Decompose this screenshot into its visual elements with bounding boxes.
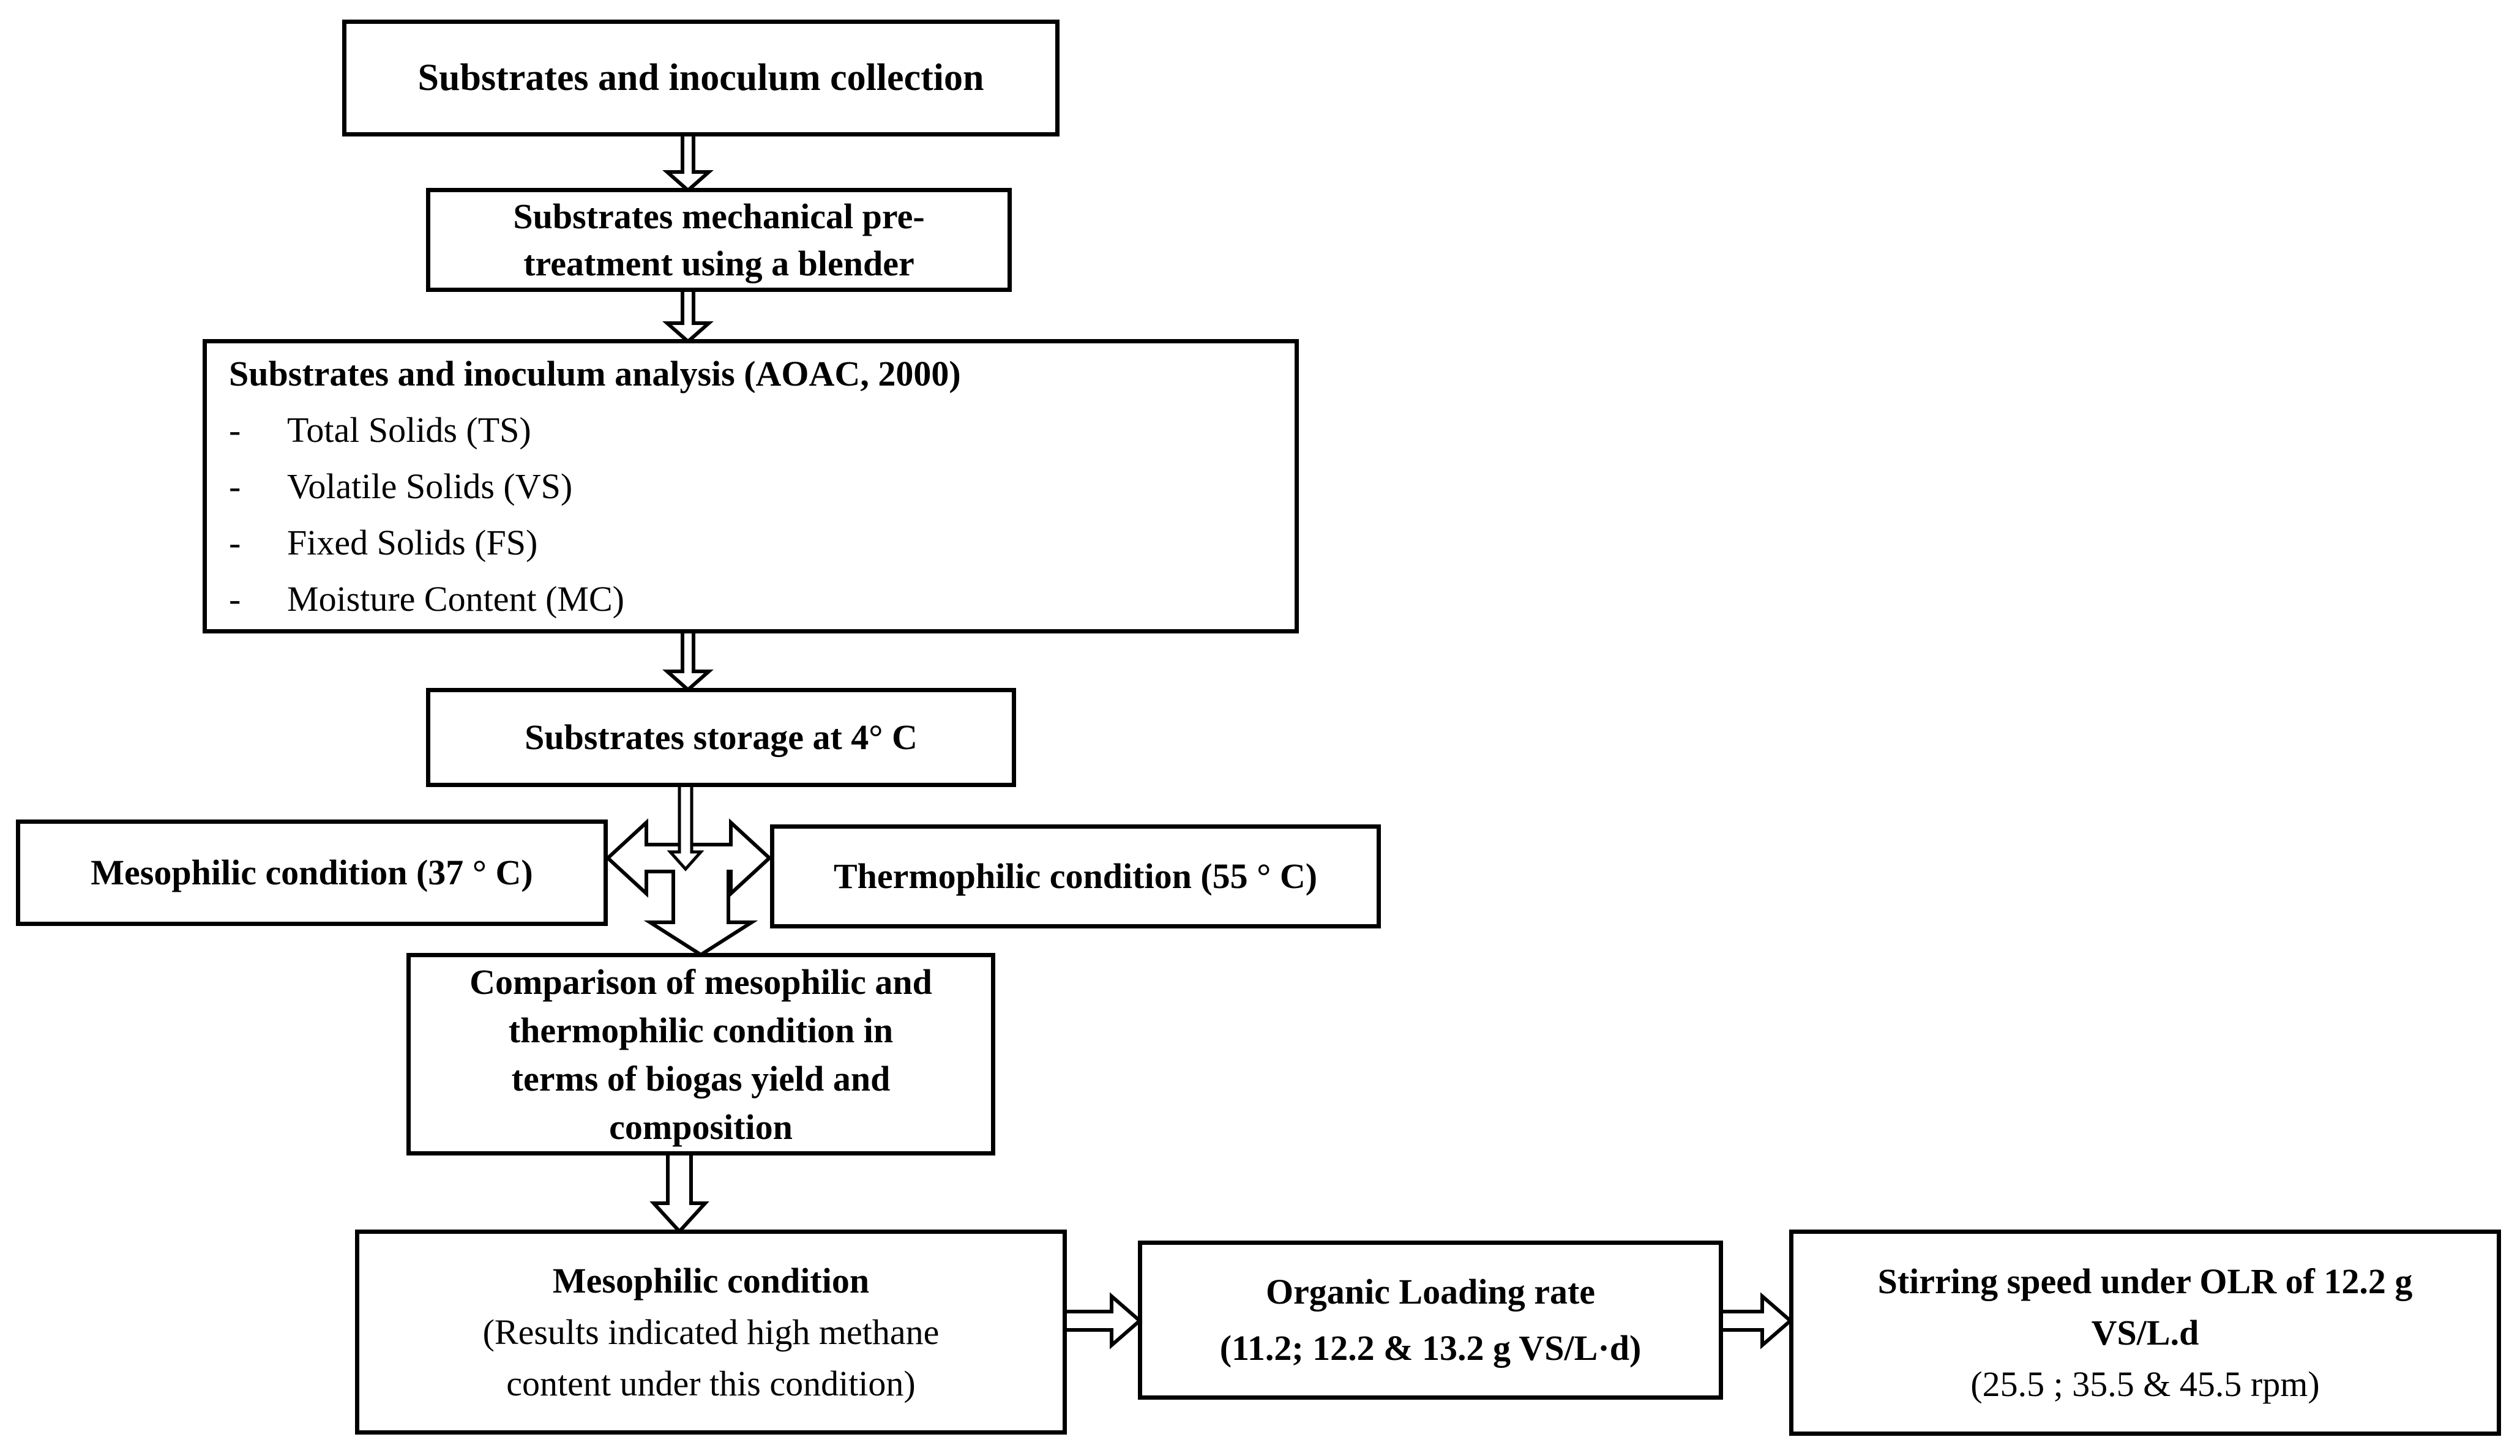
box-thermophilic-condition: Thermophilic condition (55 ° C) xyxy=(770,824,1381,928)
box-organic-loading-rate: Organic Loading rate (11.2; 12.2 & 13.2 … xyxy=(1138,1241,1723,1400)
box-mesophilic-result-subtitle: (Results indicated high methane content … xyxy=(482,1312,940,1403)
arrow-split-three-way-icon xyxy=(605,818,772,957)
box-substrate-storage: Substrates storage at 4° C xyxy=(426,688,1016,787)
bullet-dash: - xyxy=(229,522,241,562)
box-condition-comparison: Comparison of mesophilic and thermophili… xyxy=(406,953,995,1155)
arrow-storage-to-split-icon xyxy=(667,782,705,872)
arrow-analysis-to-storage-icon xyxy=(662,629,714,693)
arrow-comparison-to-result-icon xyxy=(649,1151,709,1234)
analysis-item-label: Moisture Content (MC) xyxy=(287,578,624,619)
box-substrate-analysis: Substrates and inoculum analysis (AOAC, … xyxy=(203,339,1299,633)
box-organic-loading-rate-subtitle: (11.2; 12.2 & 13.2 g VS/L·d) xyxy=(1219,1328,1642,1368)
arrow-result-to-olr-icon xyxy=(1063,1292,1143,1350)
box-condition-comparison-label: Comparison of mesophilic and thermophili… xyxy=(469,961,932,1147)
box-stirring-speed-title: Stirring speed under OLR of 12.2 g VS/L.… xyxy=(1877,1261,2413,1353)
arrow-pretreatment-to-analysis-icon xyxy=(662,288,714,345)
analysis-item-label: Total Solids (TS) xyxy=(287,409,531,450)
box-substrate-analysis-heading: Substrates and inoculum analysis (AOAC, … xyxy=(229,353,961,394)
analysis-item-label: Fixed Solids (FS) xyxy=(287,522,538,562)
bullet-dash: - xyxy=(229,578,241,619)
bullet-dash: - xyxy=(229,409,241,450)
analysis-list-item: - Volatile Solids (VS) xyxy=(229,458,572,515)
analysis-list-item: - Total Solids (TS) xyxy=(229,402,531,458)
box-mesophilic-result-title: Mesophilic condition xyxy=(552,1260,870,1301)
box-substrate-collection: Substrates and inoculum collection xyxy=(342,20,1060,136)
box-thermophilic-condition-label: Thermophilic condition (55 ° C) xyxy=(833,856,1318,896)
arrow-collection-to-pretreatment-icon xyxy=(662,132,714,193)
box-mesophilic-condition: Mesophilic condition (37 ° C) xyxy=(16,819,608,926)
box-mechanical-pretreatment: Substrates mechanical pre- treatment usi… xyxy=(426,188,1012,292)
box-substrate-storage-label: Substrates storage at 4° C xyxy=(525,717,918,757)
box-stirring-speed-subtitle: (25.5 ; 35.5 & 45.5 rpm) xyxy=(1970,1364,2320,1404)
analysis-list-item: - Fixed Solids (FS) xyxy=(229,515,537,571)
box-substrate-collection-label: Substrates and inoculum collection xyxy=(417,56,984,99)
box-mesophilic-result: Mesophilic condition (Results indicated … xyxy=(355,1230,1067,1435)
box-mesophilic-condition-label: Mesophilic condition (37 ° C) xyxy=(91,852,533,892)
arrow-olr-to-stirring-icon xyxy=(1719,1292,1793,1350)
box-stirring-speed: Stirring speed under OLR of 12.2 g VS/L.… xyxy=(1789,1230,2501,1436)
bullet-dash: - xyxy=(229,466,241,506)
box-mechanical-pretreatment-label: Substrates mechanical pre- treatment usi… xyxy=(513,196,925,283)
analysis-list-item: - Moisture Content (MC) xyxy=(229,571,624,627)
analysis-item-label: Volatile Solids (VS) xyxy=(287,466,573,506)
box-organic-loading-rate-title: Organic Loading rate xyxy=(1265,1272,1596,1312)
